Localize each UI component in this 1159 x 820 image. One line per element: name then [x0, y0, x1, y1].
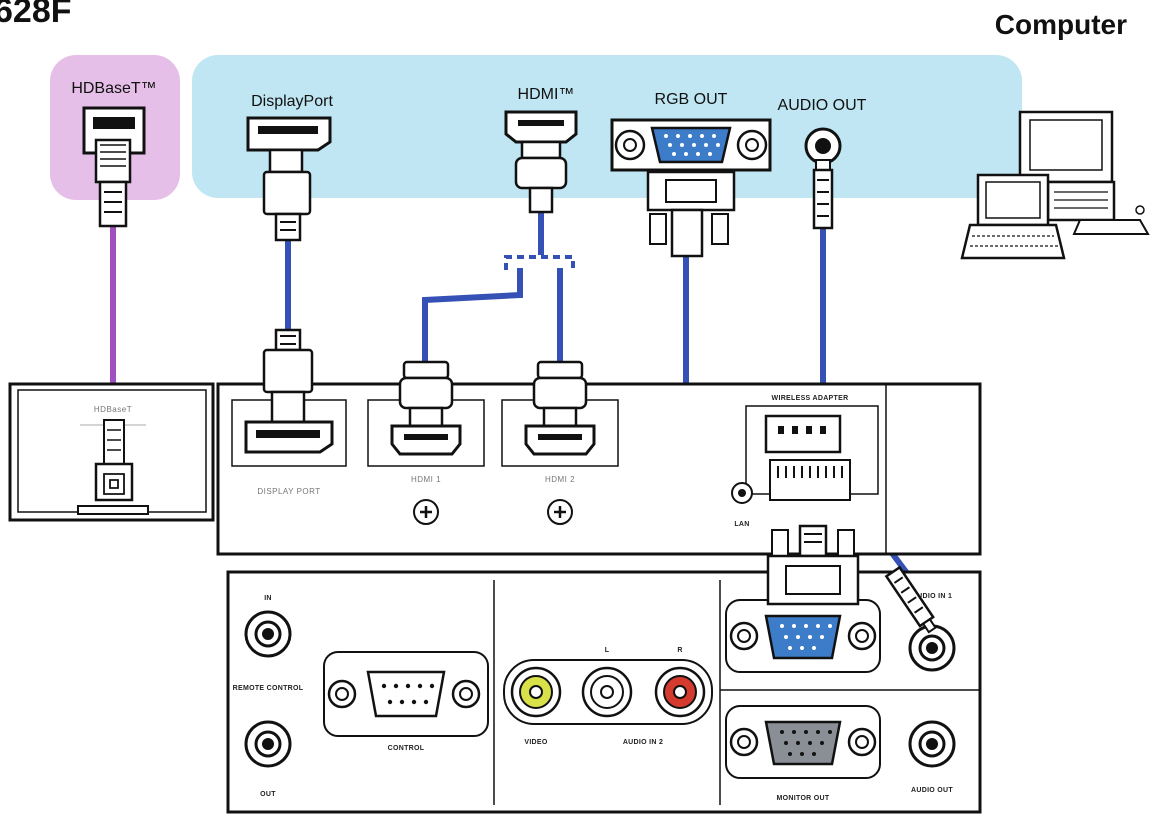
computer-in-vga-port	[725, 599, 881, 673]
hdmi1-projector-plug	[390, 360, 462, 456]
audio-out-jack	[908, 720, 956, 768]
displayport-projector-plug	[244, 328, 334, 454]
hdbaset-panel-label: HDBaseT	[94, 405, 132, 414]
remote-in-jack	[244, 610, 292, 658]
audio-r-rca-jack	[654, 666, 706, 718]
device-title: Computer	[995, 9, 1127, 40]
hdmi2-projector-plug	[524, 360, 596, 456]
audio-out-label: AUDIO OUT	[778, 97, 867, 114]
remote-out-jack	[244, 720, 292, 768]
audio-out-source-port	[804, 127, 842, 230]
display-port-label: DISPLAY PORT	[257, 487, 320, 496]
lan-indicator-icon	[731, 482, 753, 504]
rgb-projector-plug	[766, 524, 860, 606]
audio-out-port-label: AUDIO OUT	[911, 787, 953, 794]
control-port	[323, 651, 489, 737]
hdmi1-cable	[422, 268, 523, 362]
computer-icon	[960, 110, 1150, 260]
rgb-out-source-port	[610, 118, 772, 258]
displayport-label: DisplayPort	[251, 93, 333, 110]
remote-in-label: IN	[264, 595, 272, 602]
hdmi1-label: HDMI 1	[411, 475, 441, 484]
remote-out-label: OUT	[260, 791, 276, 798]
hdbaset-label: HDBaseT™	[71, 80, 156, 97]
audio-in1-jack	[908, 624, 956, 672]
monitor-out-vga-port	[725, 705, 881, 779]
hdmi-split-bracket	[504, 255, 575, 270]
control-label: CONTROL	[388, 745, 425, 752]
rgb-out-label: RGB OUT	[655, 91, 728, 108]
video-label: VIDEO	[524, 739, 548, 746]
remote-control-label: REMOTE CONTROL	[233, 685, 304, 692]
video-rca-jack	[510, 666, 562, 718]
projector-upper-panel: DISPLAY PORT HDMI 1 HDMI 2 WIRELESS ADAP…	[216, 382, 982, 556]
hdmi1-screw-icon	[413, 499, 439, 525]
audio-r-label: R	[677, 647, 682, 654]
hdmi-source-plug	[504, 110, 578, 214]
audio-projector-plug	[884, 565, 937, 634]
audio-in2-label: AUDIO IN 2	[623, 739, 663, 746]
monitor-out-label: MONITOR OUT	[777, 795, 830, 802]
audio-l-label: L	[605, 647, 610, 654]
model-title: 628F	[0, 0, 72, 30]
hdbaset-projector-plug	[94, 419, 134, 502]
audio-in1-label: AUDIO IN 1	[912, 593, 952, 600]
projector-lower-panel: IN REMOTE CONTROL OUT CONTROL L R	[226, 570, 982, 814]
hdmi2-screw-icon	[547, 499, 573, 525]
hdbaset-source-port	[82, 106, 146, 228]
audio-l-rca-jack	[581, 666, 633, 718]
hdmi-label: HDMI™	[518, 86, 575, 103]
usb-label: WIRELESS ADAPTER	[772, 395, 849, 402]
displayport-source-plug	[246, 116, 332, 242]
hdmi2-label: HDMI 2	[545, 475, 575, 484]
lan-label: LAN	[734, 521, 749, 528]
